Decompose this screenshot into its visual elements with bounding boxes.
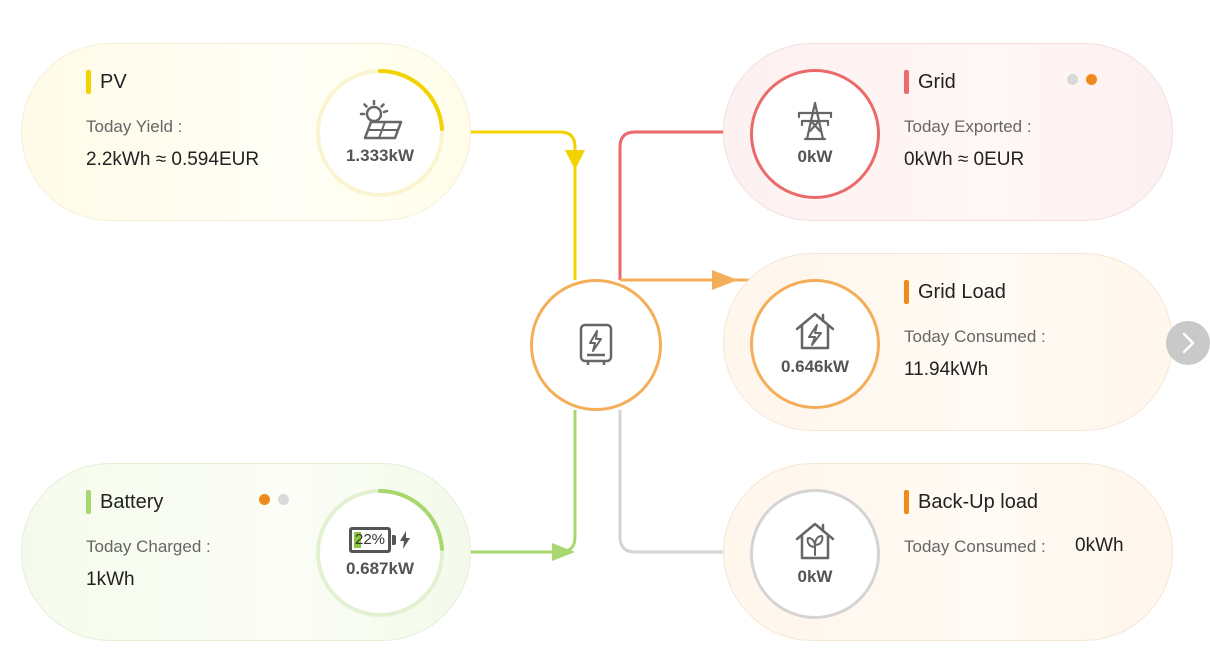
pv-flow-arrow — [565, 150, 585, 170]
solar-panel-icon — [357, 100, 403, 140]
grid-load-power-value: 0.646kW — [780, 357, 850, 376]
power-tower-icon — [795, 101, 835, 141]
grid-node[interactable]: 0kW — [750, 69, 880, 199]
pv-power-ring — [378, 69, 444, 131]
grid-today-exported-label: Today Exported : — [904, 117, 1032, 136]
page-dot[interactable] — [1067, 74, 1078, 85]
backup-load-today-consumed-value: 0kWh — [1075, 535, 1124, 556]
pv-flow-line — [444, 130, 577, 280]
pv-today-yield-label: Today Yield : — [86, 117, 183, 136]
inverter-node[interactable] — [530, 279, 662, 411]
battery-level-bar: 22% — [349, 527, 391, 553]
grid-load-flow-arrow — [712, 270, 738, 290]
grid-load-today-consumed-value: 11.94kWh — [904, 359, 989, 380]
lightning-icon — [400, 531, 410, 549]
backup-flow-line — [618, 410, 750, 554]
backup-load-today-consumed-label: Today Consumed : — [904, 537, 1046, 556]
pv-today-yield-value: 2.2kWh ≈ 0.594EUR — [86, 149, 260, 170]
battery-title: Battery — [86, 490, 163, 514]
page-dot-active[interactable] — [259, 494, 270, 505]
grid-page-dots[interactable] — [1067, 74, 1097, 85]
battery-node[interactable]: 22% 0.687kW — [316, 489, 444, 617]
house-leaf-icon — [794, 521, 836, 561]
grid-load-title: Grid Load — [904, 280, 1006, 304]
backup-load-power-value: 0kW — [797, 567, 833, 586]
page-dot[interactable] — [278, 494, 289, 505]
battery-power-ring — [378, 489, 444, 551]
grid-title: Grid — [904, 70, 956, 94]
battery-tip — [392, 535, 396, 545]
battery-today-charged-label: Today Charged : — [86, 537, 211, 556]
battery-today-charged-value: 1kWh — [86, 569, 135, 590]
backup-load-node[interactable]: 0kW — [750, 489, 880, 619]
next-page-button[interactable] — [1166, 321, 1210, 365]
pv-power-value: 1.333kW — [345, 146, 415, 165]
pv-node[interactable]: 1.333kW — [316, 69, 444, 197]
backup-load-title: Back-Up load — [904, 490, 1038, 514]
grid-load-today-consumed-label: Today Consumed : — [904, 327, 1046, 346]
battery-level-fill — [354, 532, 361, 548]
pv-title: PV — [86, 70, 127, 94]
inverter-icon — [578, 323, 614, 367]
grid-today-exported-value: 0kWh ≈ 0EUR — [904, 149, 1025, 170]
house-lightning-icon — [794, 311, 836, 351]
chevron-right-icon — [1182, 332, 1195, 354]
battery-page-dots[interactable] — [259, 494, 289, 505]
battery-soc-value: 22% — [354, 531, 386, 548]
grid-power-value: 0kW — [797, 147, 833, 166]
battery-charging-icon: 22% — [349, 527, 411, 553]
page-dot-active[interactable] — [1086, 74, 1097, 85]
grid-flow-line — [618, 130, 750, 280]
battery-power-value: 0.687kW — [345, 559, 415, 578]
battery-flow-arrow — [552, 543, 575, 561]
grid-load-node[interactable]: 0.646kW — [750, 279, 880, 409]
